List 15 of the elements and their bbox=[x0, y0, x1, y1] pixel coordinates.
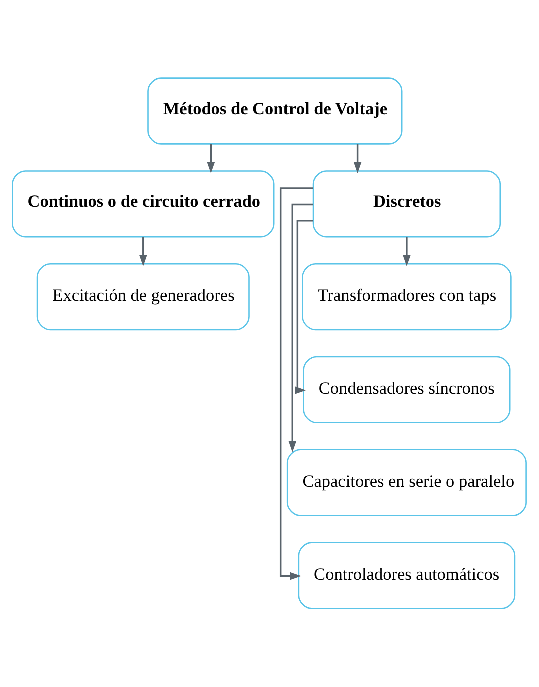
arrow bbox=[140, 237, 148, 266]
arrow bbox=[354, 144, 362, 174]
node-box: Transformadores con taps bbox=[302, 263, 512, 331]
arrow bbox=[288, 204, 314, 452]
node-box: Excitación de generadores bbox=[36, 263, 250, 331]
arrow bbox=[403, 237, 411, 266]
node-box: Controladores automáticos bbox=[298, 542, 516, 610]
node-box: Condensadores síncronos bbox=[303, 356, 511, 424]
node-box: Continuos o de circuito cerrado bbox=[12, 170, 275, 238]
arrow bbox=[295, 220, 314, 394]
arrow bbox=[280, 188, 314, 580]
node-box: Discretos bbox=[312, 170, 502, 238]
arrow bbox=[207, 144, 216, 174]
node-box: Capacitores en serie o paralelo bbox=[286, 449, 527, 516]
node-box: Métodos de Control de Voltaje bbox=[148, 78, 403, 145]
